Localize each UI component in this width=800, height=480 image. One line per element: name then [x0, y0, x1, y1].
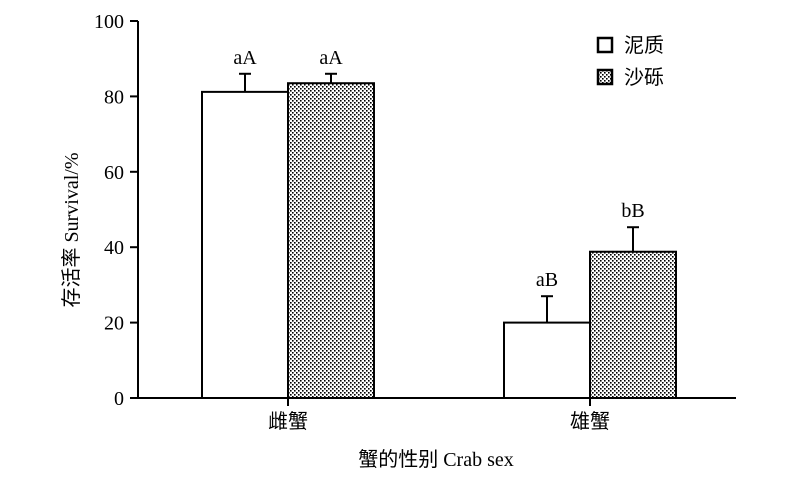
y-tick-label-80: 80 — [104, 86, 124, 108]
bar-1-2 — [503, 321, 591, 400]
significance-label-1-2: aB — [536, 269, 558, 291]
significance-label-1-1: aA — [233, 47, 257, 69]
y-axis-label: 存活率 Survival/% — [60, 153, 83, 308]
category-label-2: 雄蟹 — [570, 410, 610, 433]
y-tick-label-20: 20 — [104, 313, 124, 335]
legend-swatch-1 — [596, 36, 614, 54]
y-tick-label-40: 40 — [104, 237, 124, 259]
legend-label-1: 泥质 — [624, 34, 664, 57]
bar-2-2 — [589, 250, 677, 399]
legend-label-2: 沙砾 — [624, 66, 664, 89]
y-tick-label-100: 100 — [94, 11, 124, 33]
category-label-1: 雌蟹 — [268, 410, 308, 433]
significance-label-2-2: bB — [621, 200, 644, 222]
y-tick-label-0: 0 — [114, 388, 124, 410]
x-axis-label: 蟹的性别 Crab sex — [358, 448, 514, 471]
y-tick-label-60: 60 — [104, 162, 124, 184]
significance-label-2-1: aA — [319, 47, 343, 69]
bar-1-1 — [201, 90, 289, 399]
legend-swatch-2 — [596, 68, 614, 86]
bar-2-1 — [287, 82, 375, 400]
